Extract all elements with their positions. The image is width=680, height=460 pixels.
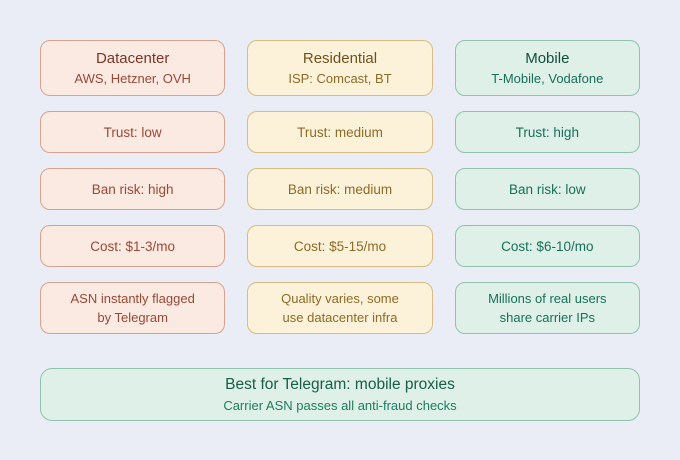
residential-ban-risk-label: Ban risk: medium [287, 181, 393, 197]
mobile-trust-card: Trust: high [454, 111, 640, 153]
residential-header-card: Residential ISP: Comcast, BT [247, 40, 433, 96]
residential-cost-card: Cost: $5-15/mo [247, 225, 433, 267]
mobile-title: Mobile [525, 50, 570, 67]
residential-trust-label: Trust: medium [297, 124, 383, 140]
column-residential: Residential ISP: Comcast, BT Trust: medi… [247, 40, 433, 334]
column-datacenter: Datacenter AWS, Hetzner, OVH Trust: low … [40, 40, 226, 334]
datacenter-note-line1: ASN instantly flagged [70, 291, 195, 306]
residential-trust-card: Trust: medium [247, 111, 433, 153]
mobile-subtitle: T-Mobile, Vodafone [491, 71, 604, 86]
datacenter-cost-card: Cost: $1-3/mo [40, 225, 226, 267]
conclusion-banner: Best for Telegram: mobile proxies Carrie… [40, 368, 640, 421]
residential-note-line2: use datacenter infra [282, 310, 398, 325]
datacenter-trust-label: Trust: low [103, 124, 162, 140]
mobile-cost-label: Cost: $6-10/mo [501, 238, 594, 254]
residential-ban-risk-card: Ban risk: medium [247, 168, 433, 210]
datacenter-subtitle: AWS, Hetzner, OVH [74, 71, 191, 86]
conclusion-subtitle: Carrier ASN passes all anti-fraud checks [223, 398, 457, 413]
mobile-trust-label: Trust: high [515, 124, 579, 140]
datacenter-header-card: Datacenter AWS, Hetzner, OVH [40, 40, 226, 96]
residential-title: Residential [302, 50, 378, 67]
residential-subtitle: ISP: Comcast, BT [288, 71, 392, 86]
mobile-note-card: Millions of real users share carrier IPs [454, 282, 640, 334]
mobile-cost-card: Cost: $6-10/mo [454, 225, 640, 267]
datacenter-title: Datacenter [95, 50, 170, 67]
comparison-grid: Datacenter AWS, Hetzner, OVH Trust: low … [40, 40, 640, 334]
datacenter-ban-risk-label: Ban risk: high [91, 181, 174, 197]
mobile-header-card: Mobile T-Mobile, Vodafone [454, 40, 640, 96]
datacenter-trust-card: Trust: low [40, 111, 226, 153]
residential-note-card: Quality varies, some use datacenter infr… [247, 282, 433, 334]
datacenter-note-card: ASN instantly flagged by Telegram [40, 282, 226, 334]
mobile-ban-risk-card: Ban risk: low [454, 168, 640, 210]
mobile-note-line1: Millions of real users [488, 291, 607, 306]
datacenter-ban-risk-card: Ban risk: high [40, 168, 226, 210]
conclusion-title: Best for Telegram: mobile proxies [225, 376, 455, 393]
mobile-note-line2: share carrier IPs [499, 310, 595, 325]
residential-note-line1: Quality varies, some [281, 291, 399, 306]
datacenter-note-line2: by Telegram [97, 310, 168, 325]
column-mobile: Mobile T-Mobile, Vodafone Trust: high Ba… [454, 40, 640, 334]
mobile-ban-risk-label: Ban risk: low [509, 181, 586, 197]
datacenter-cost-label: Cost: $1-3/mo [90, 238, 176, 254]
residential-cost-label: Cost: $5-15/mo [293, 238, 387, 254]
